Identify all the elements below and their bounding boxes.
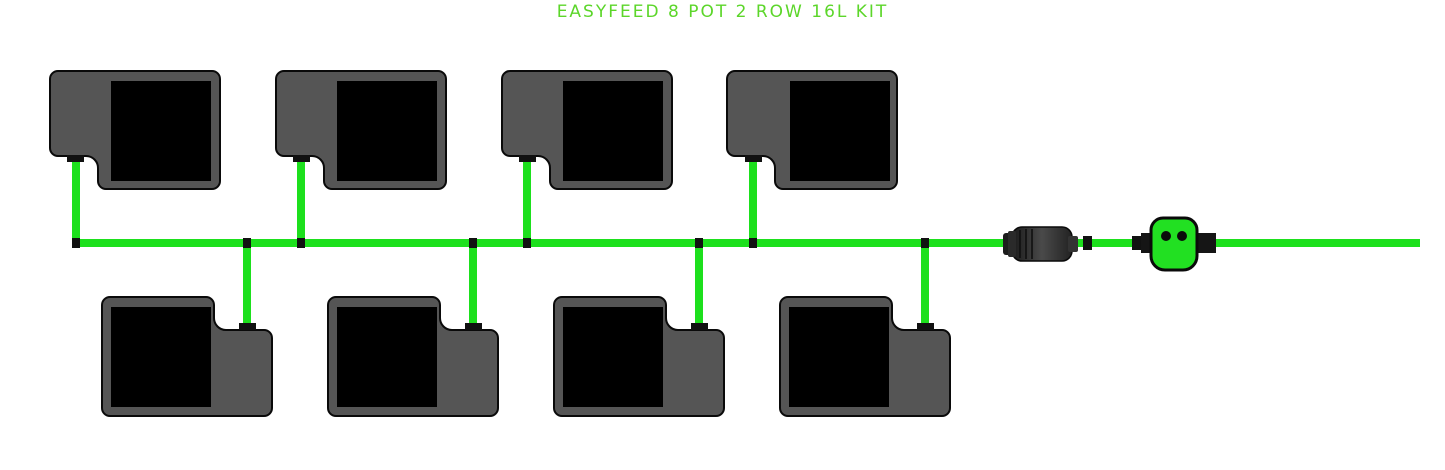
branch-line-bottom-1: [243, 244, 251, 326]
pot-fitting-bottom-2: [465, 323, 482, 330]
pot-fitting-top-1: [67, 155, 84, 162]
pot-bottom-2: [327, 296, 499, 417]
branch-line-top-1: [72, 162, 80, 242]
tee-connector: [749, 238, 757, 248]
pot-top-1: [49, 70, 221, 190]
branch-line-bottom-2: [469, 244, 477, 326]
pot-fitting-bottom-1: [239, 323, 256, 330]
branch-line-top-2: [297, 162, 305, 242]
pot-bottom-1: [101, 296, 273, 417]
filter-outlet-fitting: [1083, 236, 1092, 250]
tee-connector: [469, 238, 477, 248]
tap-connector-icon: [1141, 216, 1216, 272]
diagram-title: EASYFEED 8 POT 2 ROW 16L KIT: [556, 2, 889, 22]
valve-inlet-fitting: [1132, 236, 1141, 250]
pot-top-3: [501, 70, 673, 190]
pot-top-4: [726, 70, 898, 190]
main-feed-line: [74, 239, 1420, 247]
tee-connector: [695, 238, 703, 248]
pot-fitting-bottom-4: [917, 323, 934, 330]
tee-connector: [523, 238, 531, 248]
pot-top-2: [275, 70, 447, 190]
pot-fitting-top-2: [293, 155, 310, 162]
tee-connector: [243, 238, 251, 248]
branch-line-bottom-4: [921, 244, 929, 326]
main-line-end-cap: [72, 238, 80, 248]
pot-bottom-3: [553, 296, 725, 417]
branch-line-bottom-3: [695, 244, 703, 326]
branch-line-top-3: [523, 162, 531, 242]
pot-fitting-top-4: [745, 155, 762, 162]
tee-connector: [921, 238, 929, 248]
branch-line-top-4: [749, 162, 757, 242]
pot-fitting-bottom-3: [691, 323, 708, 330]
pot-bottom-4: [779, 296, 951, 417]
inline-filter-icon: [1003, 226, 1078, 262]
tee-connector: [297, 238, 305, 248]
pot-fitting-top-3: [519, 155, 536, 162]
